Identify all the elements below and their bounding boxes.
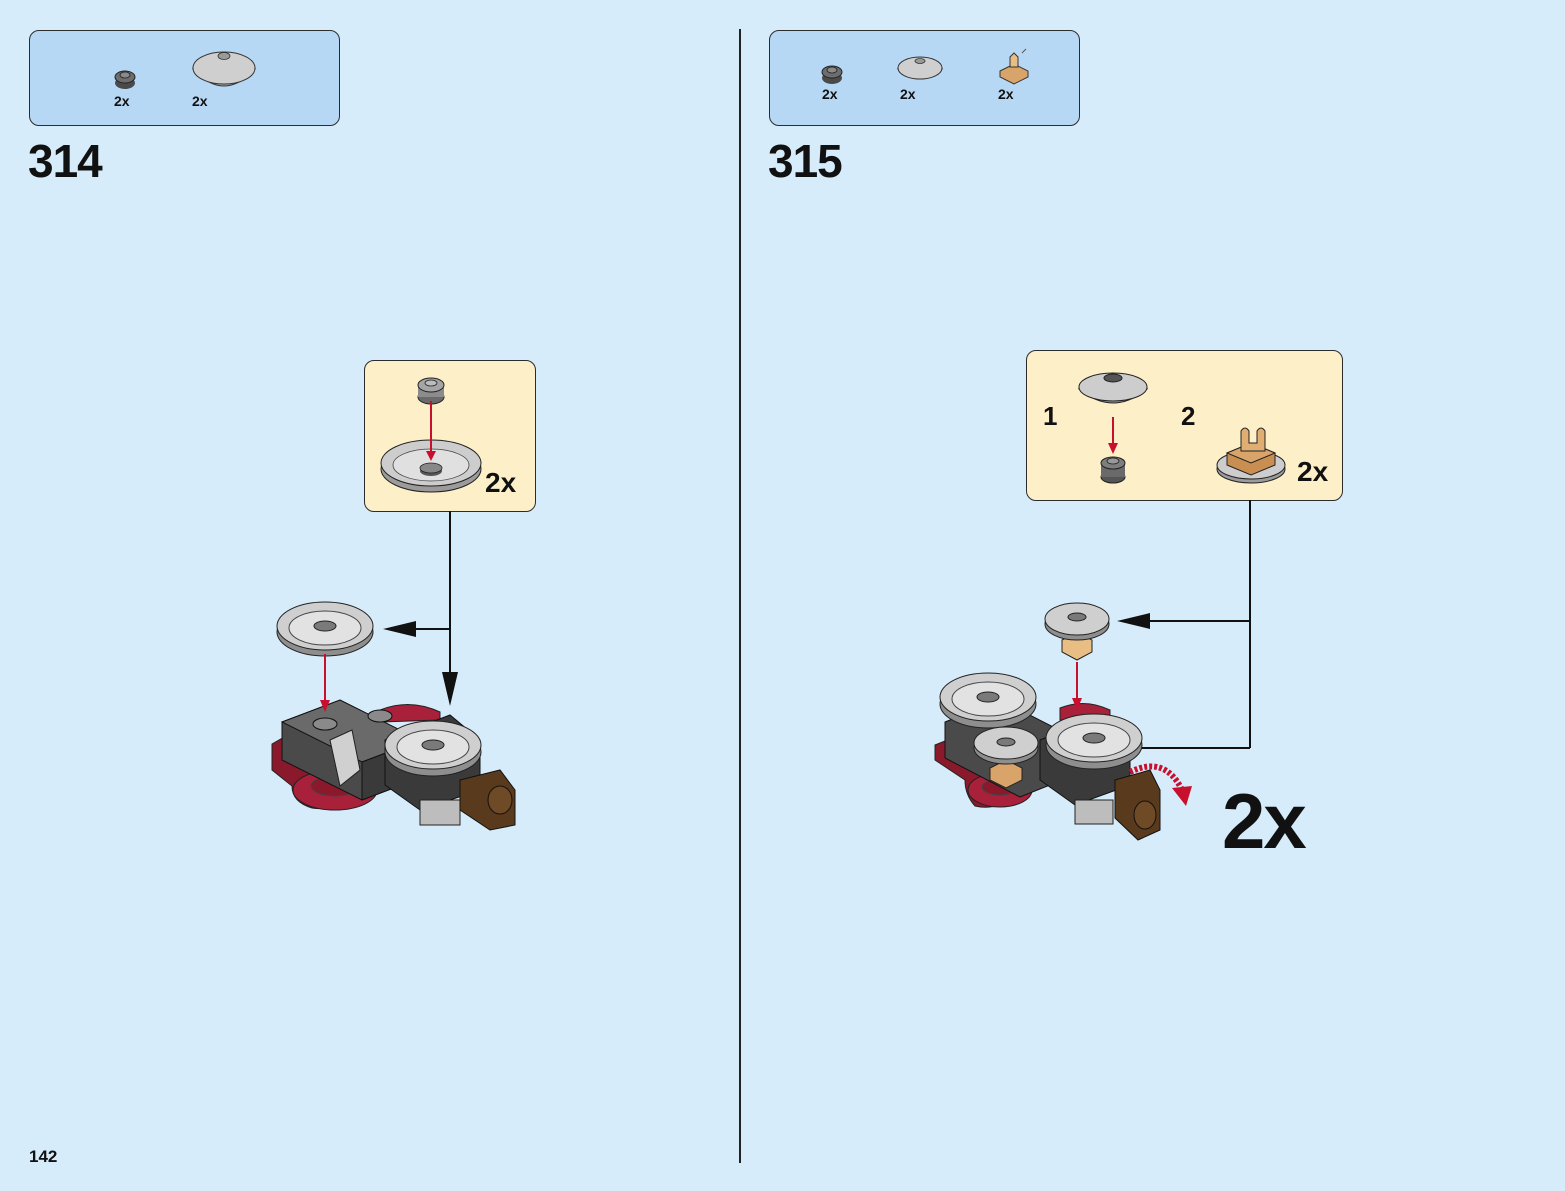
parts-list-art (114, 51, 257, 89)
clip-tan-icon (999, 48, 1029, 85)
dish-icon (380, 439, 482, 493)
dish-installed (384, 720, 482, 777)
dish-installed-right (1045, 713, 1143, 770)
step-number: 314 (28, 135, 103, 187)
parts-list-art (821, 48, 1029, 85)
page-divider (739, 29, 741, 1163)
round-plate-dark-gray-icon (114, 70, 136, 89)
subassembly-art (1077, 372, 1286, 484)
dish-with-clip-floating (1044, 602, 1110, 661)
part-qty: 2x (114, 93, 130, 109)
round-plate-dark-gray-icon (821, 65, 843, 84)
subassembly-qty: 2x (485, 467, 517, 498)
subassembly-qty: 2x (1297, 456, 1329, 487)
page-number: 142 (29, 1147, 58, 1166)
round-plate-icon (417, 377, 445, 405)
substep-number: 2 (1181, 401, 1196, 431)
parts-list-step-315: 2x 2x 2x (769, 30, 1080, 126)
part-qty: 2x (998, 86, 1014, 102)
dish-light-gray-icon (896, 56, 944, 80)
clip-on-dish-icon (1216, 427, 1286, 484)
parts-list-step-314: 2x 2x (29, 30, 340, 126)
rotate-arrow-icon (1128, 763, 1192, 806)
part-qty: 2x (192, 93, 208, 109)
step-number: 315 (768, 135, 843, 187)
brown-axle (1114, 769, 1161, 841)
dish-light-gray-icon (191, 51, 257, 87)
part-qty: 2x (900, 86, 916, 102)
subassembly-art (380, 377, 482, 493)
build-qty: 2x (1222, 777, 1307, 865)
dish-with-clip-installed (973, 726, 1039, 789)
subassembly-callout-314: 2x (364, 360, 536, 512)
substep-number: 1 (1043, 401, 1058, 431)
part-qty: 2x (822, 86, 838, 102)
brown-axle (459, 769, 516, 831)
dish-icon (1077, 372, 1149, 404)
subassembly-callout-315: 1 2 2x (1026, 350, 1343, 501)
round-plate-icon (1100, 456, 1126, 484)
dish-installed-back (939, 672, 1037, 729)
dish-floating (276, 601, 374, 657)
